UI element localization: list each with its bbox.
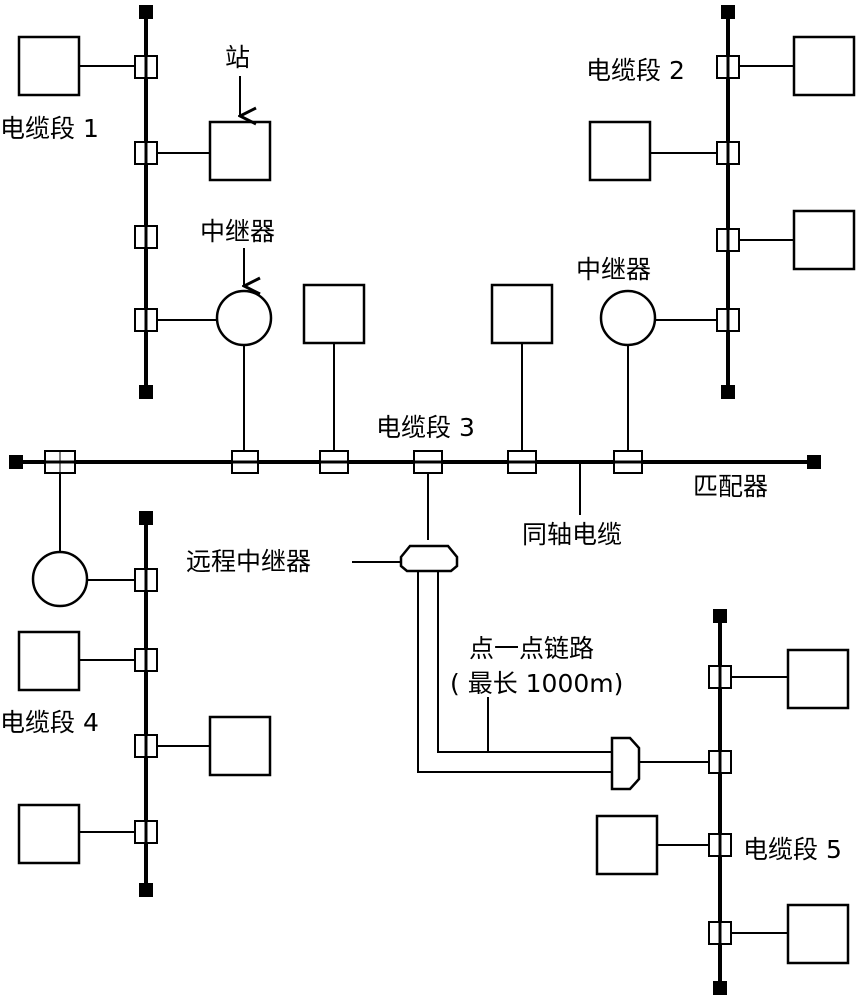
- station-box: [786, 903, 850, 965]
- terminator-icon: [713, 981, 727, 995]
- transceiver-taps: [44, 450, 643, 474]
- cable-segment-1: 电缆段 1 站 中继器: [0, 5, 275, 450]
- repeater-icon: [31, 550, 89, 608]
- p2p-label-2: ( 最长 1000m): [450, 669, 623, 698]
- transceiver-taps: [716, 55, 740, 332]
- coax-label: 同轴电缆: [522, 520, 622, 549]
- terminator-icon: [139, 385, 153, 399]
- remote-repeater-icon: [610, 736, 641, 791]
- repeater-label-right: 中继器: [576, 255, 651, 284]
- p2p-link-outer: [417, 571, 612, 773]
- terminator-icon: [807, 455, 821, 469]
- terminator-icon: [721, 5, 735, 19]
- repeater-icon: [599, 289, 657, 347]
- segment-2-label: 电缆段 2: [586, 56, 685, 85]
- terminator-icon: [139, 5, 153, 19]
- station-box: [490, 283, 554, 345]
- station-box: [17, 803, 81, 865]
- cable-segment-5: 电缆段 5: [595, 609, 850, 995]
- station-box: [208, 715, 272, 777]
- remote-repeater-label: 远程中继器: [186, 547, 311, 576]
- repeater-icon: [215, 289, 273, 347]
- station-box: [17, 35, 81, 97]
- terminator-label: 匹配器: [693, 472, 768, 501]
- p2p-label-1: 点一点链路: [469, 634, 594, 663]
- terminator-icon: [9, 455, 23, 469]
- segment-3-label: 电缆段 3: [376, 413, 475, 442]
- station-box: [595, 814, 659, 876]
- transceiver-taps: [134, 55, 158, 332]
- station-box: [792, 209, 856, 271]
- cable-segment-4: 电缆段 4: [0, 511, 272, 897]
- terminator-icon: [721, 385, 735, 399]
- repeater-label-left: 中继器: [200, 217, 275, 246]
- station-box: [302, 283, 366, 345]
- station-box: [17, 630, 81, 692]
- segment-4-label: 电缆段 4: [0, 708, 99, 737]
- station-box: [208, 120, 272, 182]
- station-box: [786, 648, 850, 710]
- segment-1-label: 电缆段 1: [0, 114, 99, 143]
- station-box: [792, 35, 856, 97]
- station-label: 站: [225, 43, 250, 72]
- cable-segment-2: 电缆段 2 中继器: [576, 5, 856, 450]
- transceiver-taps: [134, 568, 158, 844]
- transceiver-taps: [708, 665, 732, 945]
- remote-repeater-link: 远程中继器 点一点链路 ( 最长 1000m): [186, 544, 710, 791]
- segment-5-label: 电缆段 5: [743, 835, 842, 864]
- remote-repeater-icon: [399, 544, 459, 573]
- p2p-link-inner: [437, 571, 612, 753]
- terminator-icon: [713, 609, 727, 623]
- cable-segment-3: 电缆段 3 匹配器 同轴电缆: [9, 283, 821, 608]
- terminator-icon: [139, 883, 153, 897]
- station-box: [588, 120, 652, 182]
- terminator-icon: [139, 511, 153, 525]
